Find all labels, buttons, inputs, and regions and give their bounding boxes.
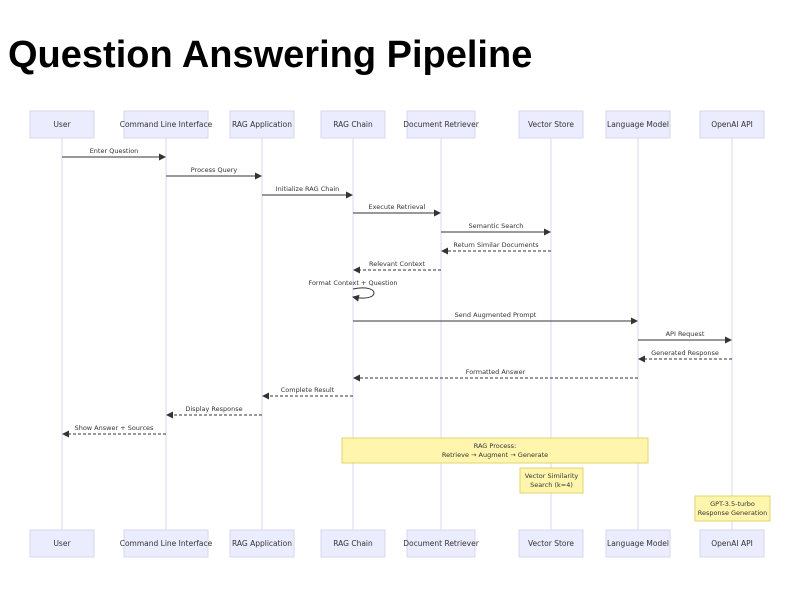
participant-openai-api-bottom: OpenAI API xyxy=(699,529,765,558)
message-return-similar-documents: Return Similar Documents xyxy=(441,241,551,255)
message-label: Formatted Answer xyxy=(466,368,526,376)
message-label: Generated Response xyxy=(651,349,719,357)
participant-command-line-interface-bottom: Command Line Interface xyxy=(120,529,213,558)
participant-box xyxy=(320,529,386,558)
participant-label: User xyxy=(53,120,71,129)
message-relevant-context: Relevant Context xyxy=(353,260,441,274)
message-label: Relevant Context xyxy=(369,260,426,268)
note-line: Retrieve → Augment → Generate xyxy=(442,451,548,459)
note-box xyxy=(694,495,771,522)
message-api-request: API Request xyxy=(638,330,732,344)
participant-document-retriever-bottom: Document Retriever xyxy=(403,529,480,558)
note-line: Search (k=4) xyxy=(530,481,573,489)
participant-language-model-bottom: Language Model xyxy=(605,529,671,558)
message-complete-result: Complete Result xyxy=(262,386,353,400)
participant-box xyxy=(518,110,584,139)
participant-vector-store-top: Vector Store xyxy=(518,110,584,139)
message-label: Process Query xyxy=(191,166,238,174)
participant-box xyxy=(605,529,671,558)
message-label: Complete Result xyxy=(281,386,335,394)
note-line: GPT-3.5-turbo xyxy=(710,500,755,508)
participant-label: RAG Chain xyxy=(333,120,373,129)
participant-label: Document Retriever xyxy=(403,539,480,548)
note-box xyxy=(341,437,649,464)
message-label: Initialize RAG Chain xyxy=(276,185,340,193)
participant-vector-store-bottom: Vector Store xyxy=(518,529,584,558)
participant-language-model-top: Language Model xyxy=(605,110,671,139)
participant-document-retriever-top: Document Retriever xyxy=(403,110,480,139)
participant-user-top: User xyxy=(29,110,95,139)
participant-label: Language Model xyxy=(607,539,669,548)
participant-command-line-interface-top: Command Line Interface xyxy=(120,110,213,139)
page-title: Question Answering Pipeline xyxy=(8,34,533,76)
message-label: Execute Retrieval xyxy=(369,203,426,211)
participant-rag-chain-top: RAG Chain xyxy=(320,110,386,139)
message-label: Format Context + Question xyxy=(308,279,397,287)
message-label: Send Augmented Prompt xyxy=(455,311,537,319)
participant-label: Command Line Interface xyxy=(120,120,213,129)
message-enter-question: Enter Question xyxy=(62,147,166,161)
participant-label: Vector Store xyxy=(528,120,574,129)
participant-box xyxy=(605,110,671,139)
message-label: API Request xyxy=(666,330,705,338)
participant-label: Language Model xyxy=(607,120,669,129)
participant-label: OpenAI API xyxy=(711,539,753,548)
participant-rag-application-top: RAG Application xyxy=(229,110,295,139)
note-rag-process: RAG Process:Retrieve → Augment → Generat… xyxy=(341,437,649,464)
participant-label: Command Line Interface xyxy=(120,539,213,548)
participant-rag-chain-bottom: RAG Chain xyxy=(320,529,386,558)
note-line: Vector Similarity xyxy=(525,472,579,480)
self-loop-arrow xyxy=(352,287,375,302)
message-process-query: Process Query xyxy=(166,166,262,180)
message-initialize-rag-chain: Initialize RAG Chain xyxy=(262,185,353,199)
message-label: Show Answer + Sources xyxy=(75,424,154,432)
participant-box xyxy=(123,110,209,139)
message-send-augmented-prompt: Send Augmented Prompt xyxy=(353,311,638,325)
participant-label: OpenAI API xyxy=(711,120,753,129)
message-label: Enter Question xyxy=(90,147,139,155)
participant-box xyxy=(406,529,476,558)
participant-label: Document Retriever xyxy=(403,120,480,129)
participant-openai-api-top: OpenAI API xyxy=(699,110,765,139)
participant-box xyxy=(229,529,295,558)
message-semantic-search: Semantic Search xyxy=(441,222,551,236)
participant-label: RAG Chain xyxy=(333,539,373,548)
note-line: Response Generation xyxy=(698,509,768,517)
participant-box xyxy=(229,110,295,139)
message-generated-response: Generated Response xyxy=(638,349,732,363)
participant-box xyxy=(518,529,584,558)
participant-box xyxy=(406,110,476,139)
note-line: RAG Process: xyxy=(474,442,517,450)
participant-rag-application-bottom: RAG Application xyxy=(229,529,295,558)
participant-label: User xyxy=(53,539,71,548)
participant-box xyxy=(29,110,95,139)
message-formatted-answer: Formatted Answer xyxy=(353,368,638,382)
message-show-answer-sources: Show Answer + Sources xyxy=(62,424,166,438)
participant-box xyxy=(29,529,95,558)
participant-user-bottom: User xyxy=(29,529,95,558)
participant-box xyxy=(699,110,765,139)
participant-label: RAG Application xyxy=(232,539,292,548)
message-execute-retrieval: Execute Retrieval xyxy=(353,203,441,217)
participant-label: Vector Store xyxy=(528,539,574,548)
participant-label: RAG Application xyxy=(232,120,292,129)
message-format-context-question: Format Context + Question xyxy=(308,279,398,302)
message-label: Return Similar Documents xyxy=(453,241,539,249)
participant-box xyxy=(320,110,386,139)
message-label: Display Response xyxy=(185,405,242,413)
note-box xyxy=(519,467,584,494)
message-label: Semantic Search xyxy=(469,222,524,230)
participant-box xyxy=(123,529,209,558)
message-display-response: Display Response xyxy=(166,405,262,419)
participant-box xyxy=(699,529,765,558)
